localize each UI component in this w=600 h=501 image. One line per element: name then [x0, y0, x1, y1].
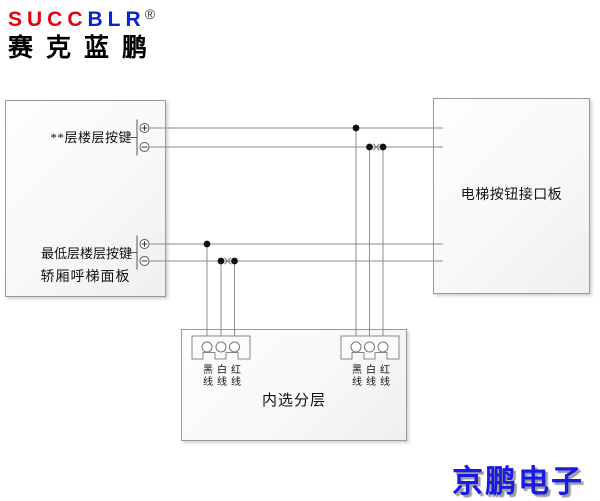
- junction-dot: [203, 240, 211, 248]
- car-call-panel: **层楼层按键 最低层楼层按键 轿厢呼梯面板: [5, 100, 166, 297]
- terminal-circle: [350, 341, 362, 353]
- terminal-circle: [201, 341, 213, 353]
- terminal-circle: [364, 341, 375, 353]
- wire-label-red-right: 红线: [380, 365, 390, 388]
- bottom-button-bracket: [128, 235, 138, 270]
- registered-trademark-icon: ®: [144, 6, 156, 22]
- floor-module-title: 内选分层: [261, 393, 326, 409]
- watermark-text: 京鹏电子: [452, 464, 584, 499]
- interface-board-title: 电梯按钮接口板: [460, 188, 563, 203]
- brand-logo: SUCCBLR® 赛克蓝鹏: [8, 6, 161, 64]
- plus-terminal-icon: [139, 239, 150, 249]
- logo-text-blr: BLR: [87, 8, 146, 31]
- junction-dot: [352, 124, 360, 132]
- minus-terminal-icon: [139, 256, 150, 266]
- logo-text-succ: SUCC: [8, 8, 88, 31]
- brand-chinese-name: 赛克蓝鹏: [8, 35, 161, 62]
- brand-logo-latin: SUCCBLR®: [8, 6, 160, 33]
- wire-label-white-left: 白线: [217, 365, 227, 388]
- wire-label-black-left: 黑线: [203, 365, 213, 388]
- interface-board-panel: 电梯按钮接口板: [433, 98, 590, 294]
- terminal-circle: [377, 341, 389, 353]
- wire-label-black-right: 黑线: [352, 365, 362, 388]
- wire-cut-icon: [372, 143, 381, 151]
- junction-dot: [366, 143, 373, 151]
- top-floor-button-label: **层楼层按键: [50, 130, 132, 145]
- junction-dot: [231, 257, 238, 265]
- wire-cut-icon: [224, 257, 232, 265]
- lowest-floor-button-label: 最低层楼层按键: [40, 246, 132, 261]
- minus-terminal-icon: [139, 142, 150, 152]
- terminal-circle: [215, 341, 227, 353]
- plus-terminal-icon: [139, 123, 150, 133]
- junction-dot: [379, 143, 387, 151]
- junction-dot: [217, 257, 225, 265]
- wire-label-white-right: 白线: [366, 365, 376, 388]
- top-button-bracket: [128, 119, 138, 156]
- terminal-circle: [229, 341, 240, 353]
- car-call-panel-title: 轿厢呼梯面板: [40, 270, 131, 285]
- wire-label-red-left: 红线: [231, 365, 241, 388]
